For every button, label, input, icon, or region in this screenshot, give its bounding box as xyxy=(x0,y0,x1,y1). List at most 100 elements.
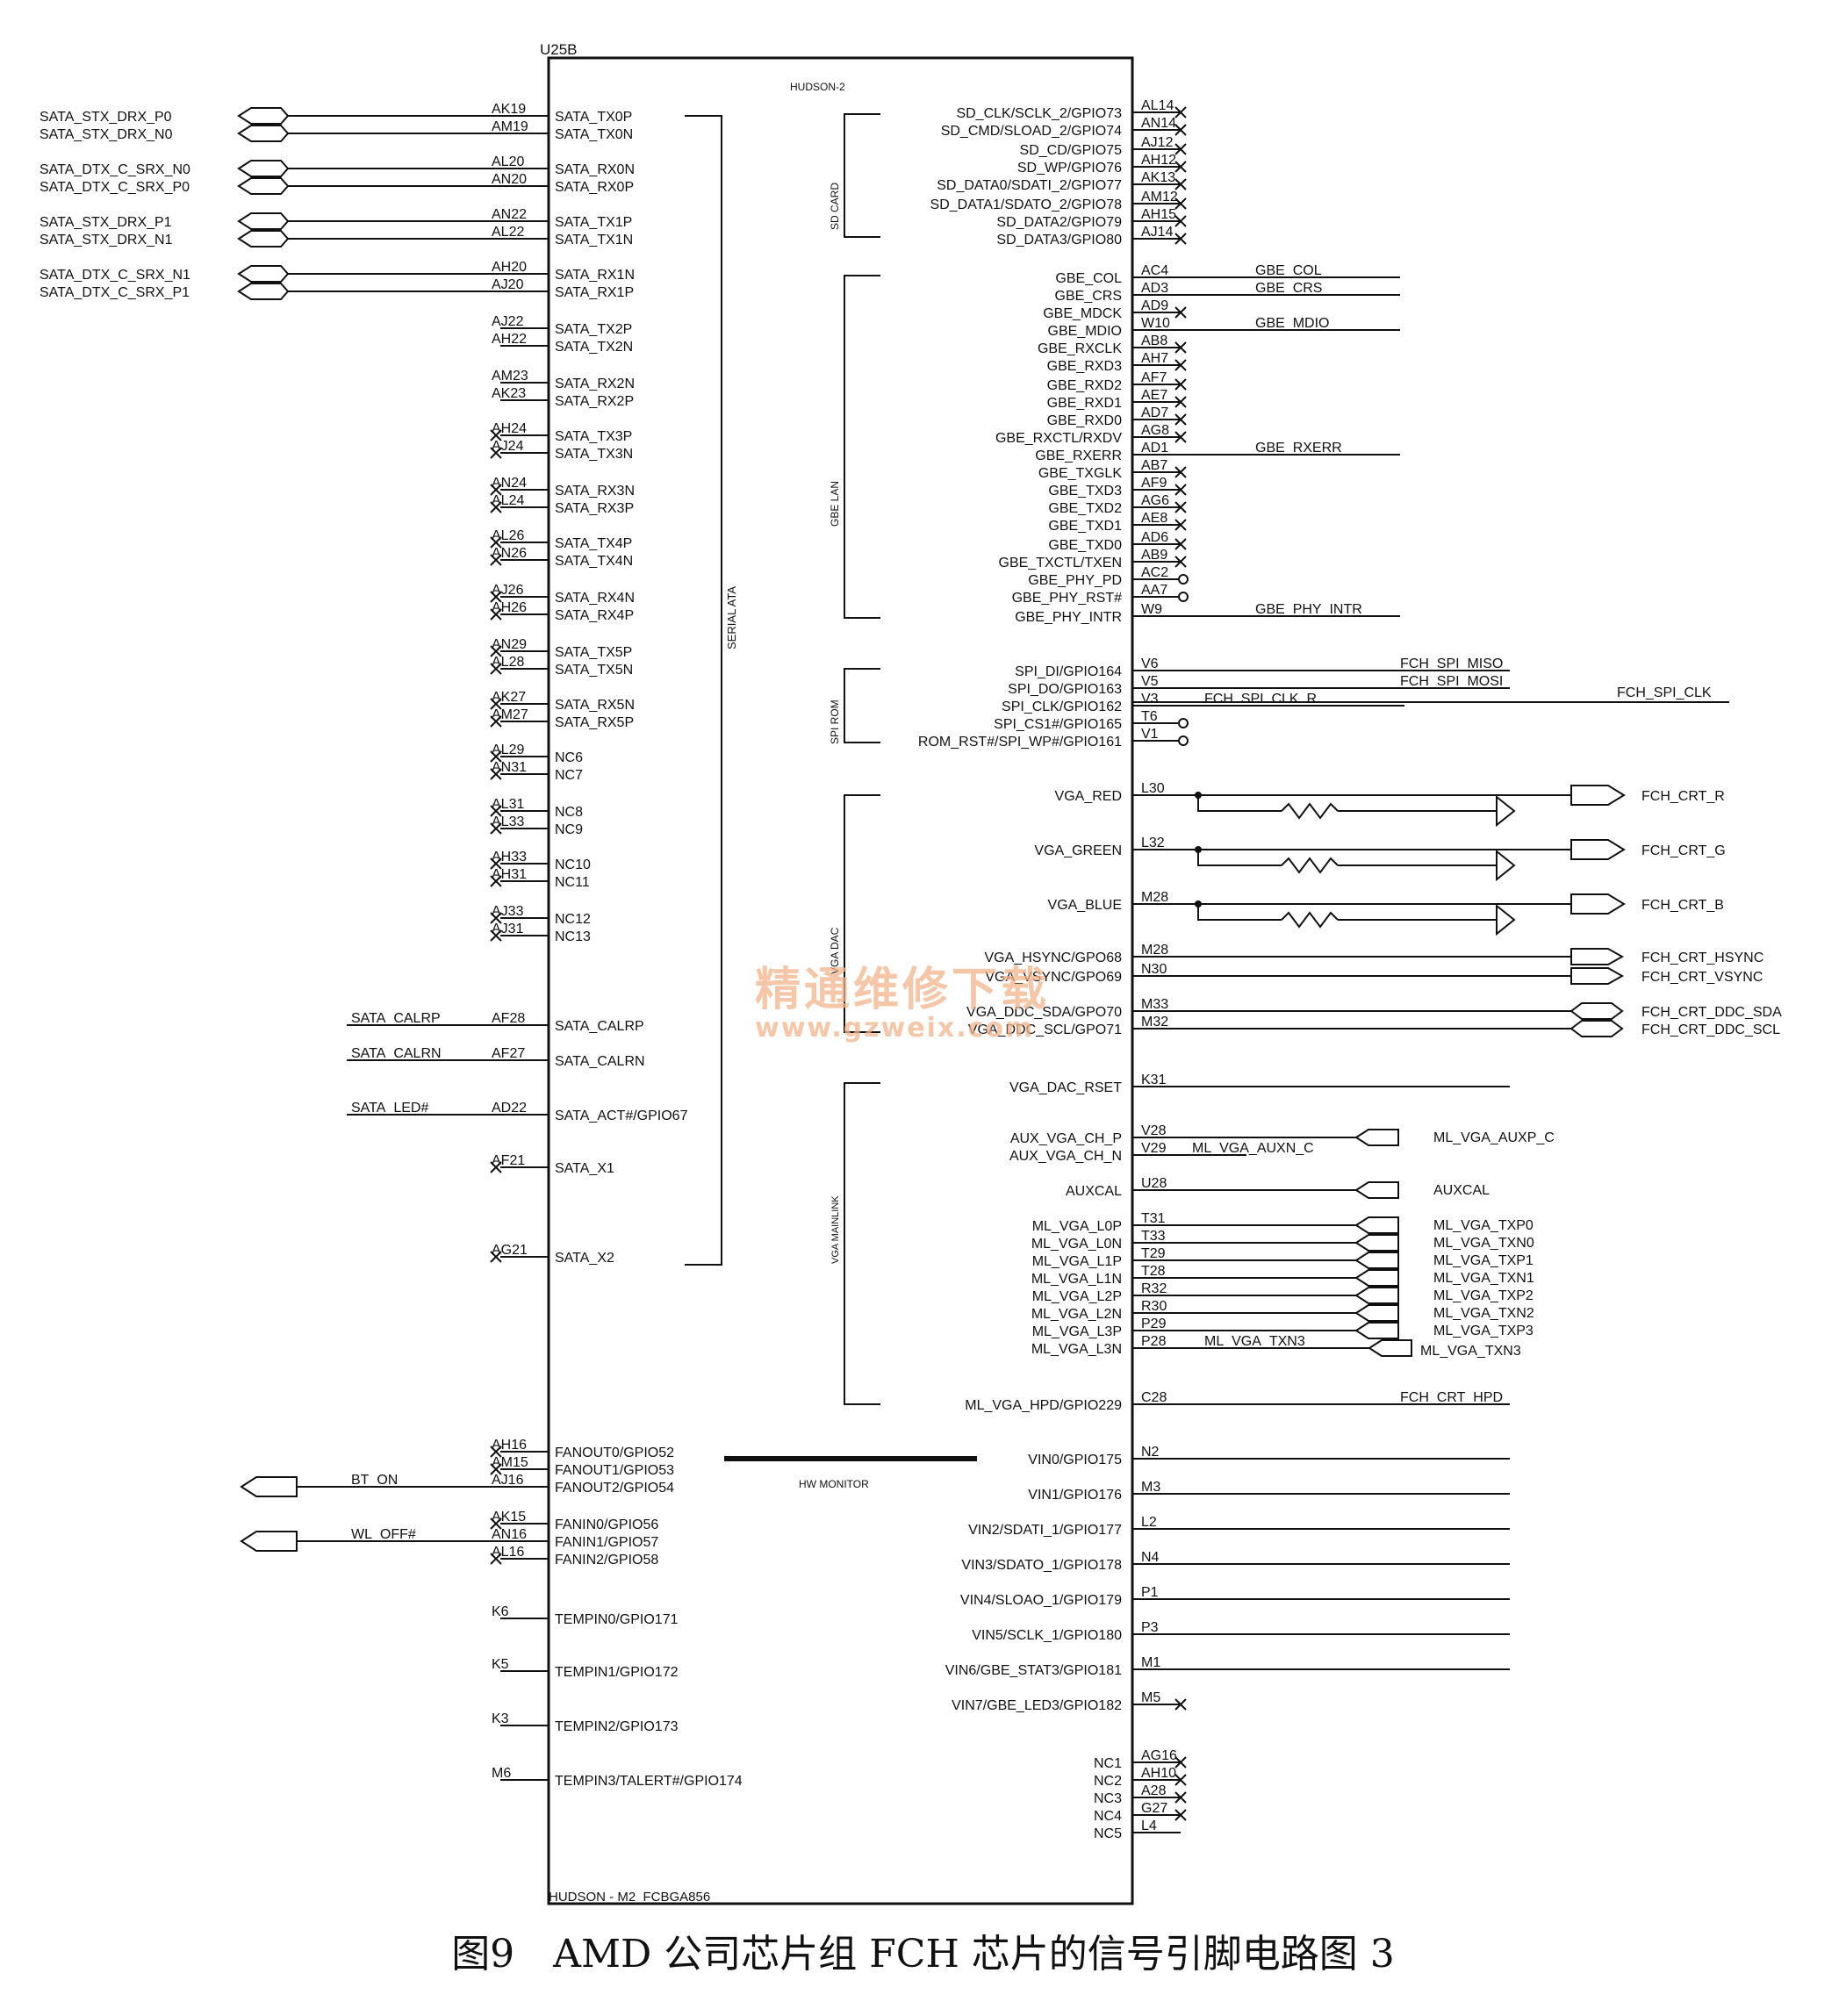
pin-number: K31 xyxy=(1141,1073,1167,1087)
net-label: ML_VGA_TXP2 xyxy=(1433,1288,1534,1303)
group-label-spi-rom: SPI ROM xyxy=(829,700,841,744)
pin-label: VGA_VSYNC/GPO69 xyxy=(985,970,1122,985)
pin-number: AM15 xyxy=(492,1455,528,1470)
pin-number: L32 xyxy=(1141,836,1165,850)
pin-number: R32 xyxy=(1141,1281,1167,1296)
pin-number: AG16 xyxy=(1141,1748,1177,1763)
pin-number: AM23 xyxy=(492,369,528,384)
pin-label: VIN2/SDATI_1/GPIO177 xyxy=(968,1523,1122,1538)
net-label: FCH_CRT_R xyxy=(1641,789,1725,804)
pin-number: K3 xyxy=(492,1711,509,1726)
pin-label: ML_VGA_HPD/GPIO229 xyxy=(965,1398,1122,1413)
pin-number: P28 xyxy=(1141,1334,1167,1349)
net-label: FCH_CRT_HPD xyxy=(1400,1390,1503,1405)
gbe-lan-bracket xyxy=(844,275,880,619)
pin-label: GBE_TXD0 xyxy=(1048,538,1122,553)
pin-label: TEMPIN2/GPIO173 xyxy=(555,1719,679,1734)
pin-number: AJ22 xyxy=(492,314,524,329)
pin-label: SATA_TX1N xyxy=(555,233,633,248)
pin-label: SPI_DI/GPIO164 xyxy=(1015,664,1122,679)
no-connect-icon xyxy=(490,447,502,459)
pin-number: M28 xyxy=(1141,890,1168,905)
pin-number: AD22 xyxy=(492,1101,527,1116)
buffer-icon xyxy=(1496,849,1516,882)
pin-number: AH7 xyxy=(1141,351,1168,366)
pin-label: SATA_TX1P xyxy=(555,215,632,230)
pin-label: ML_VGA_L3N xyxy=(1031,1342,1122,1357)
pin-number: G27 xyxy=(1141,1801,1167,1816)
pin-label: SATA_RX5P xyxy=(555,715,634,730)
pin-number: P29 xyxy=(1141,1316,1167,1331)
pin-number: AK15 xyxy=(492,1510,526,1525)
pin-label: SATA_TX5N xyxy=(555,663,633,678)
pin-number: AH12 xyxy=(1141,153,1176,168)
pin-number: AF7 xyxy=(1141,370,1167,385)
pin-number: AJ20 xyxy=(492,277,524,292)
pin-label: SATA_TX0P xyxy=(555,110,632,125)
net-label: SATA_LED#_ xyxy=(351,1101,437,1116)
pin-label: NC12 xyxy=(555,912,591,927)
net-label: WL_OFF# xyxy=(351,1527,416,1542)
pin-number: M32 xyxy=(1141,1015,1168,1030)
input-connector-icon xyxy=(1354,1304,1399,1322)
pin-label: SATA_TX3N xyxy=(555,447,633,462)
net-label: ML_VGA_TXN2 xyxy=(1433,1306,1534,1321)
pin-label: SATA_TX3P xyxy=(555,429,632,444)
pin-label: ML_VGA_L3P xyxy=(1032,1324,1122,1339)
pin-number: AH10 xyxy=(1141,1766,1176,1781)
pin-label: SATA_RX3N xyxy=(555,484,635,499)
pin-number: AG6 xyxy=(1141,493,1169,508)
no-connect-icon xyxy=(490,822,502,835)
pin-label: GBE_RXCLK xyxy=(1038,341,1122,356)
input-connector-icon xyxy=(1354,1269,1399,1287)
pin-number: AC4 xyxy=(1141,263,1168,278)
no-connect-icon xyxy=(1174,341,1187,354)
no-connect-icon xyxy=(1174,431,1187,443)
pin-label: GBE_TXD3 xyxy=(1048,484,1122,499)
pin-label: SATA_ACT#/GPIO67 xyxy=(555,1108,688,1123)
pin-label: NC10 xyxy=(555,857,591,872)
no-connect-icon xyxy=(1174,556,1187,568)
output-connector-icon xyxy=(1570,893,1626,915)
pin-label: SATA_CALRP xyxy=(555,1019,644,1034)
pin-number: T33 xyxy=(1141,1229,1166,1244)
serial-ata-bracket xyxy=(685,115,722,1266)
net-label: ML_VGA_TXN0 xyxy=(1433,1236,1534,1251)
pin-label: SD_CLK/SCLK_2/GPIO73 xyxy=(956,106,1122,121)
pin-label: GBE_TXGLK xyxy=(1038,466,1122,481)
no-connect-icon xyxy=(490,429,502,441)
bidir-connector-icon xyxy=(1569,1002,1624,1020)
pin-number: AJ14 xyxy=(1141,225,1174,240)
pin-number: AD3 xyxy=(1141,281,1168,296)
left-pin-34: AD22 SATA_ACT#/GPIO67 SATA_LED#_ xyxy=(347,1101,688,1123)
pin-number: AC2 xyxy=(1141,565,1168,580)
net-label: ML_VGA_AUXN_C xyxy=(1192,1141,1314,1156)
no-connect-icon xyxy=(490,768,502,780)
pin-number: AM19 xyxy=(492,119,528,134)
no-connect-icon xyxy=(1174,124,1187,136)
pin-label: SATA_RX1P xyxy=(555,285,634,300)
